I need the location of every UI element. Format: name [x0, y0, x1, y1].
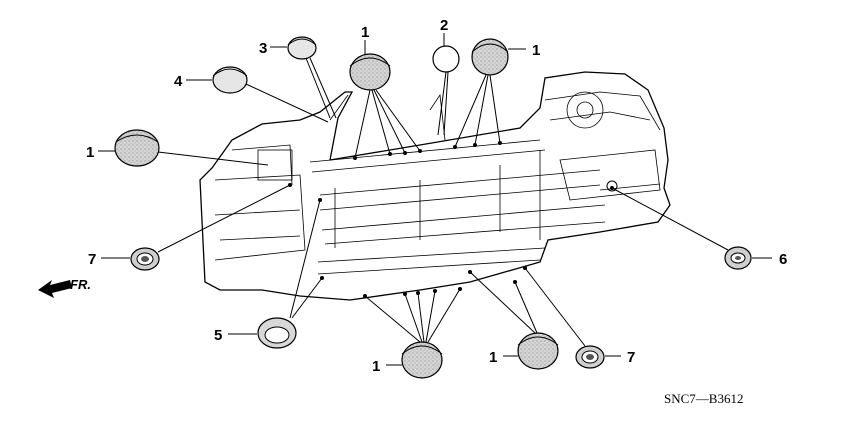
callout-1-top-middle: 1 [361, 24, 369, 41]
grommet-1-bottom-right [517, 332, 559, 370]
direction-label: FR. [70, 277, 91, 292]
grommet-1-top-right [471, 38, 509, 76]
part-code: SNC7—B3612 [664, 391, 743, 406]
callout-7-right: 7 [627, 349, 635, 366]
grommet-7-left [130, 247, 160, 271]
grommet-1-top-middle [349, 53, 391, 91]
callout-4: 4 [174, 73, 183, 90]
leader-lines [98, 33, 772, 366]
grommet-parts [114, 36, 752, 379]
grommet-5 [257, 317, 297, 349]
callout-3: 3 [259, 40, 267, 57]
callout-2: 2 [440, 17, 448, 34]
grommet-7-bottom-right [575, 345, 605, 369]
grommet-6 [724, 246, 752, 270]
grommet-3 [287, 36, 317, 60]
callout-1-left: 1 [86, 144, 94, 161]
grommet-holes [288, 141, 618, 298]
callout-1-bottom-right: 1 [489, 349, 497, 366]
vehicle-underbody [199, 71, 671, 301]
grommet-4 [212, 66, 248, 94]
callout-labels: 1 1 1 1 1 2 3 4 5 6 7 7 [86, 17, 787, 375]
grommet-1-bottom-middle [401, 341, 443, 379]
callout-7-left: 7 [88, 251, 96, 268]
callout-1-top-right: 1 [532, 42, 540, 59]
arrow-left-icon [38, 280, 72, 298]
callout-5: 5 [214, 327, 222, 344]
front-direction-indicator: FR. [38, 277, 91, 298]
grommet-1-left [114, 129, 160, 167]
grommet-2 [432, 45, 460, 73]
callout-1-bottom-middle: 1 [372, 358, 380, 375]
callout-6: 6 [779, 251, 787, 268]
